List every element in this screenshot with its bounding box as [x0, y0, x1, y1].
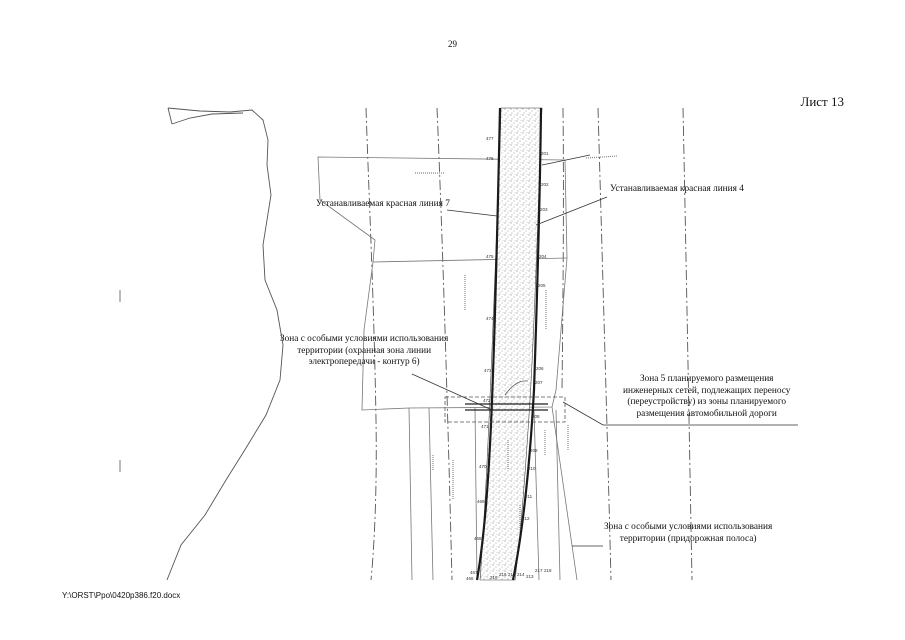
annotation-marks [415, 155, 619, 530]
zone-5-outline [444, 396, 566, 423]
leader-top-right [541, 154, 591, 166]
point-label: 213 [526, 574, 534, 579]
parcel-divider-4 [474, 407, 478, 581]
point-label: 203 [540, 207, 548, 212]
callout-line: размещения автомобильной дороги [636, 408, 777, 419]
file-path: Y:\ORST\Ppo\0420p386.f20.docx [62, 591, 181, 600]
terrain-contour-left [171, 112, 244, 125]
boundary-dashed-far-right [682, 107, 693, 581]
terrain-contour-edge [167, 107, 173, 125]
point-label: 219 [490, 575, 498, 580]
point-label: 475 [486, 254, 494, 259]
point-label: 214 [517, 572, 525, 577]
point-label: 471 [481, 424, 489, 429]
red-line-7 [475, 107, 502, 581]
parcel-divider-7 [555, 409, 561, 581]
terrain-lines [166, 107, 284, 581]
boundary-dashed-left [365, 107, 377, 581]
point-label: 215 [508, 572, 516, 577]
callout-line: (переустройству) из зоны планируемого [627, 397, 787, 407]
leader-relocation [562, 401, 798, 426]
callout-line: электропередачи - контур 6) [308, 357, 420, 367]
callout-line: инженерных сетей, подлежащих переносу [623, 385, 791, 396]
parcel-divider-5 [428, 407, 434, 581]
point-label: 205 [538, 283, 546, 288]
callout-red-line-7: Устанавливаемая красная линия 7 [316, 199, 450, 211]
callout-power-line-zone: Зона с особыми условиями использования т… [280, 334, 448, 369]
parcel-main [317, 156, 568, 411]
parcel-divider-3 [551, 406, 578, 581]
parcel-divider-6 [533, 409, 540, 581]
zone-5-rect [444, 396, 566, 423]
callout-line: Зона 5 планируемого размещения [639, 374, 774, 384]
point-label: 476 [486, 156, 494, 161]
terrain-contour-upper [166, 107, 284, 581]
callout-line: Зона с особыми условиями использования [280, 334, 449, 344]
point-label: 201 [541, 151, 549, 156]
dashed-boundaries [365, 107, 693, 581]
point-label: 207 [535, 380, 543, 385]
sheet-label: Лист 13 [800, 94, 844, 109]
point-label: 216 [499, 572, 507, 577]
boundary-dashed-mid [436, 107, 453, 581]
callout-line: Устанавливаемая красная линия 7 [316, 199, 450, 209]
point-label: 212 [522, 516, 530, 521]
leader-power-line [411, 373, 493, 411]
survey-point-labels: 477 476 475 474 473 472 471 470 469 468 … [466, 136, 552, 581]
red-line-4 [511, 107, 543, 581]
parcel-divider-2 [408, 407, 413, 581]
point-label: 208 [532, 414, 540, 419]
point-label: 473 [484, 368, 492, 373]
point-label: 210 [528, 466, 536, 471]
access-curve [504, 380, 529, 396]
point-label: 474 [486, 316, 494, 321]
callout-line: территории (придорожная полоса) [619, 533, 757, 544]
boundary-dashed-right-b [597, 107, 612, 581]
boundary-dashed-right-a [561, 107, 564, 391]
leader-red-line-7 [446, 209, 498, 217]
callout-red-line-4: Устанавливаемая красная линия 4 [610, 184, 744, 196]
callout-line: территории (охранная зона линии [297, 345, 432, 356]
page-number: 29 [448, 39, 457, 49]
point-label: 206 [536, 366, 544, 371]
annotation-mark-2 [585, 155, 619, 159]
leader-red-line-4 [535, 196, 608, 226]
leader-lines [411, 154, 798, 547]
point-label: 477 [486, 136, 494, 141]
callout-roadside-zone: Зона с особыми условиями использования т… [604, 522, 772, 545]
road-corridor-fill [479, 107, 543, 581]
red-lines [475, 107, 543, 581]
point-label: 470 [479, 464, 487, 469]
point-label: 469 [477, 499, 485, 504]
point-label: 466 [466, 576, 474, 581]
callout-line: Устанавливаемая красная линия 4 [610, 184, 744, 194]
point-label: 204 [539, 254, 547, 259]
point-label: 202 [541, 182, 549, 187]
callout-line: Зона с особыми условиями использования [604, 522, 773, 532]
point-label: 217 [535, 568, 543, 573]
point-label: 209 [530, 448, 538, 453]
callout-relocation-zone: Зона 5 планируемого размещения инженерны… [623, 374, 790, 420]
point-label: 467 [470, 570, 478, 575]
point-label: 218 [544, 568, 552, 573]
point-label: 468 [474, 536, 482, 541]
point-label: 472 [483, 398, 491, 403]
point-label: 211 [525, 494, 533, 499]
